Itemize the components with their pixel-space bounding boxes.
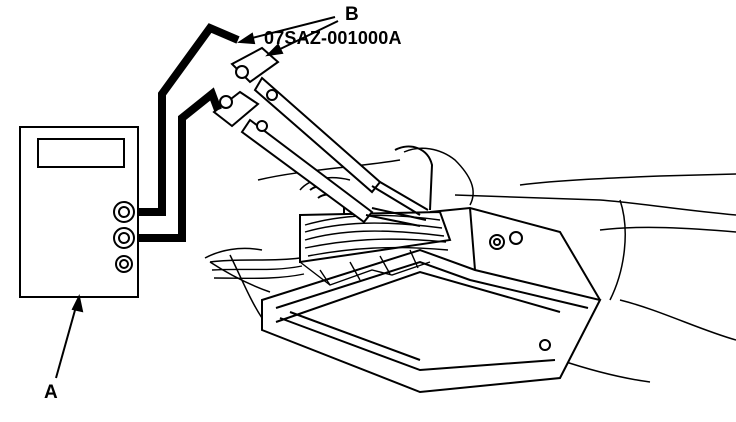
callout-label-a: A [44, 382, 58, 403]
multimeter [19, 126, 139, 298]
test-probe-upper [230, 46, 429, 216]
callout-arrows [55, 16, 339, 379]
multimeter-display [37, 138, 125, 168]
ecm-unit [261, 206, 602, 394]
test-leads [136, 23, 240, 242]
test-probe-lower [212, 90, 427, 227]
callout-label-b: B [345, 4, 359, 25]
callout-part-number: 07SAZ-001000A [264, 28, 402, 48]
